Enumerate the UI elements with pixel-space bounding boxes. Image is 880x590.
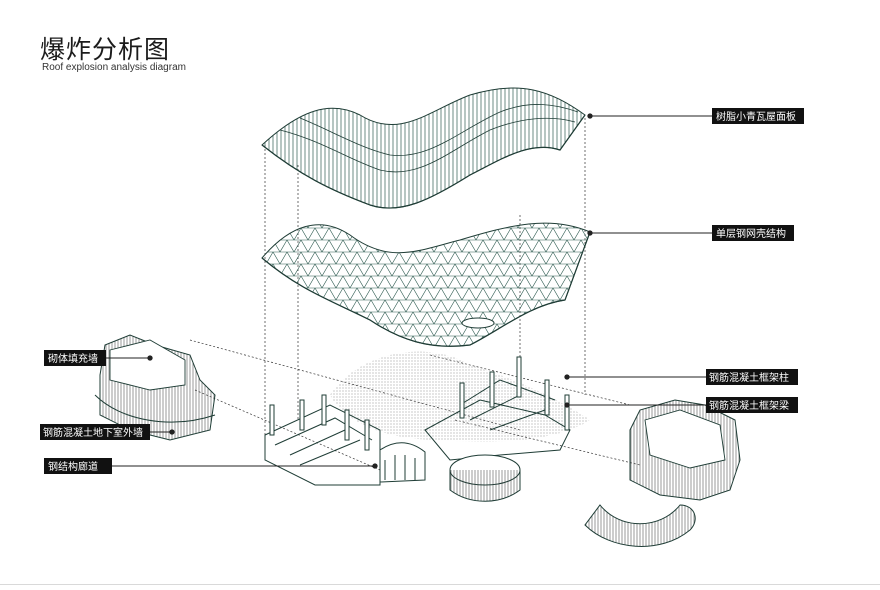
- svg-text:砌体填充墙: 砌体填充墙: [48, 352, 98, 365]
- label-steel-corridor: 钢结构廊道: [44, 458, 112, 474]
- label-basement-wall: 钢筋混凝土地下室外墙: [40, 424, 150, 440]
- svg-text:钢筋混凝土地下室外墙: 钢筋混凝土地下室外墙: [43, 426, 143, 439]
- label-rc-column: 钢筋混凝土框架柱: [706, 369, 798, 385]
- label-infill-wall: 砌体填充墙: [44, 350, 106, 366]
- left-building: [94, 334, 216, 441]
- svg-text:单层钢网壳结构: 单层钢网壳结构: [716, 227, 786, 240]
- svg-text:树脂小青瓦屋面板: 树脂小青瓦屋面板: [716, 110, 796, 123]
- svg-text:钢筋混凝土框架柱: 钢筋混凝土框架柱: [709, 371, 789, 384]
- leader-lines: [106, 113, 712, 469]
- page-title: 爆炸分析图: [40, 35, 171, 64]
- bottom-divider: [0, 584, 880, 585]
- label-steel-shell: 单层钢网壳结构: [712, 225, 794, 241]
- label-roof-panel: 树脂小青瓦屋面板: [712, 108, 804, 124]
- svg-text:钢结构廊道: 钢结构廊道: [48, 460, 98, 473]
- label-rc-beam: 钢筋混凝土框架梁: [706, 397, 798, 413]
- central-frame: [264, 356, 571, 502]
- roof-panel-layer: [261, 87, 586, 209]
- steel-shell-layer: [261, 222, 591, 347]
- page-subtitle: Roof explosion analysis diagram: [42, 62, 186, 73]
- right-building: [584, 399, 741, 547]
- svg-text:钢筋混凝土框架梁: 钢筋混凝土框架梁: [709, 399, 789, 412]
